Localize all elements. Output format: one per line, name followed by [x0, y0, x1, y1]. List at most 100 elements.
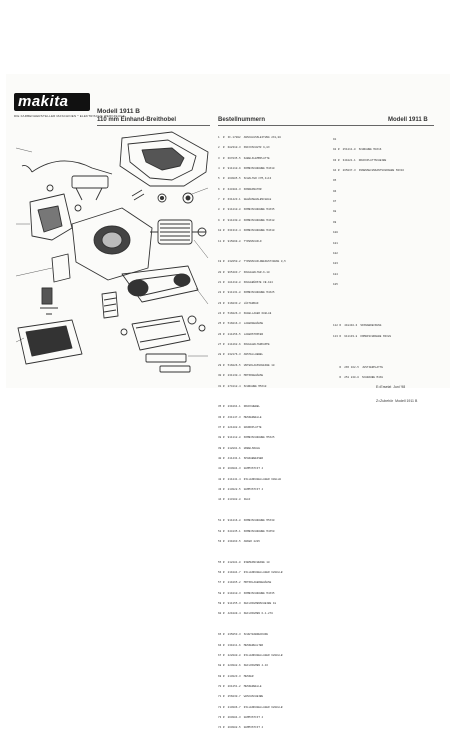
power-cord	[31, 160, 113, 175]
parts-line: 29 R 516026-5 UNTERLAGSSCHEIBE 10	[218, 363, 275, 367]
parts-line: 28 R 232176-3 ANSTELLHEBEL	[218, 353, 264, 357]
parts-line: R 251 240-0 SCHRAUBE M4X8	[333, 376, 383, 380]
header-rule-left	[97, 125, 210, 126]
parts-line: 6 R 644304-3 KONDENSATOR	[218, 187, 262, 191]
model-title: Modell 1911 B	[97, 108, 140, 115]
parts-line: 112 R 418432-6 SPANABDECKUNG	[333, 324, 382, 328]
parts-line: 93 R 341021-1 DRUCKPLATTSCHEIBE	[333, 158, 387, 162]
parts-line: 102	[333, 251, 338, 255]
parts-line: 98	[333, 210, 337, 214]
parts-line: 37 R 221202-9 GRUNDPLATTE	[218, 425, 262, 429]
parts-line: 95	[333, 179, 337, 183]
parts-line	[333, 345, 404, 348]
parts-line: 53 R 231063-5 ANKER 220V	[218, 539, 260, 543]
parts-line: 103	[333, 262, 338, 266]
parts-line: 51 R 911216-8 KOMBISCHRAUBE M5X30	[218, 519, 275, 523]
footer-line: E=Ersetzt Juni '98	[376, 385, 406, 390]
parts-list-column-2: 91 92 R 251211-0 SCHRAUBE M4X16 93 R 341…	[333, 131, 404, 383]
parts-line: 38 R 911112-8 KOMBISCHRAUBE M5X25	[218, 436, 275, 440]
parts-line: 65 R 235053-3 SCHUTZABDECKUNG	[218, 633, 268, 637]
parts-line: 73 R 263004-3 GUMMISTIFT 4	[218, 716, 264, 720]
parts-line: 40 R 411434-1 SPANABWEISER	[218, 457, 264, 461]
parts-line: 2 R 682310-3 KNICKSCHUTZ 9,8X	[218, 146, 270, 150]
parts-line: 23 R 316033-2 LÜFTERRAD	[218, 301, 259, 305]
parts-line: 104	[333, 272, 338, 276]
parts-line: 105	[333, 282, 338, 286]
parts-line: 94 R 265037-3 INNENSECHSKANTSCHRAUBE M4X…	[333, 168, 404, 172]
footer-note: E=Ersetzt Juni '98 Z=Zubehör Modell 1911…	[376, 376, 417, 408]
parts-line	[218, 550, 286, 553]
parts-line: 99	[333, 220, 337, 224]
logo-tagline: DIE FARBENHERSTELLER MASCHINEN * ELEKTRI…	[14, 114, 125, 118]
parts-line: 3 R 667035-5 KABELKLEMMPLATTE	[218, 156, 270, 160]
parts-line: 4 R 911110-9 KOMBISCHRAUBE M4X10	[218, 166, 275, 170]
parts-line: 21 R 181410-8 KOHLEBÜRSTE CB-104	[218, 280, 273, 284]
header-rule-right	[218, 125, 434, 126]
parts-line	[333, 304, 404, 307]
parts-line: 58 R 011010-3 KOMBISCHRAUBE M4X35	[218, 591, 275, 595]
parts-line	[218, 509, 286, 512]
parts-line: 101	[333, 241, 338, 245]
parts-line: 70 R 261251-2 MESSERWELLE	[218, 684, 262, 688]
parts-line	[333, 355, 404, 358]
parts-line: 91	[333, 137, 337, 141]
side-cover	[29, 193, 73, 241]
exploded-view-diagram	[15, 131, 209, 373]
parts-line: 92 R 251211-0 SCHRAUBE M4X16	[333, 148, 382, 152]
parts-line: 68 R 223082-6 KEILRIEMEN 4-16	[218, 664, 268, 668]
model-right-heading: Modell 1911 B	[388, 117, 428, 123]
parts-line: 36 R 431147-3 MESSERWELLE	[218, 415, 262, 419]
logo-wordmark: makita	[18, 93, 69, 110]
parts-line: 5 R 263005-5 SCHALTER C7M,4x13	[218, 177, 272, 181]
parts-line: 67 R 222080-8 RILLENKUGELLAGER 6200LLB	[218, 653, 283, 657]
parts-line: 96	[333, 189, 337, 193]
parts-line: 60 R 421089-4 KEILRIEMEN 6-1-270	[218, 612, 273, 616]
parts-line: 22 R 911131-8 KOMBISCHRAUBE M4X25	[218, 291, 275, 295]
armature	[150, 219, 207, 245]
handle-housing	[119, 131, 209, 187]
cutter-head	[120, 315, 206, 373]
parts-line: 71 R 256030-7 WASCHSCHEIBE	[218, 695, 264, 699]
parts-line: 72 R 213006-7 RILLENKUGELLAGER 6200LLB	[218, 705, 283, 709]
parts-line: 26 R 211256-5 LAGERSTOPFEN	[218, 332, 264, 336]
parts-line: 20 R 965403-7 KOHLEHALTER-K-10	[218, 270, 270, 274]
parts-line: 25 R 516016-3 LAGERGEHÄUSE	[218, 322, 264, 326]
parts-line: 74 R 263002-5 GUMMISTIFT 4	[218, 726, 264, 730]
parts-line: 7 R 631423-1 GEHÄUSEHALBSCHALE	[218, 198, 272, 202]
parts-line: 113 R 911133-8 KOMBISCHRAUBE M4X28	[333, 334, 392, 338]
parts-sheet	[6, 74, 450, 388]
belt-assembly	[121, 265, 199, 303]
parts-line: 8 R 911210-8 KOMBISCHRAUBE M4X35	[218, 208, 275, 212]
footer-line: Z=Zubehör Modell 1911 B	[376, 398, 418, 403]
parts-line: 42 R 211241-4 RILLENKUGELLAGER 608LLB	[218, 477, 281, 481]
parts-line	[218, 395, 286, 398]
parts-line: 44 R 213102-8 FELD	[218, 498, 251, 502]
parts-line: 35 R 231064-1 DRUCKHEBEL	[218, 405, 260, 409]
parts-line	[333, 293, 404, 296]
parts-line: 97	[333, 200, 337, 204]
parts-line: 66 R 131011-6 MESSERHALTER	[218, 643, 264, 647]
parts-line: 59 R 911155-3 KEILRIEMENSCHEIBE 18	[218, 602, 277, 606]
parts-line: 55 R 212281-0 RIEMENSCHEIBE 10	[218, 560, 270, 564]
parts-line: 57 R 211065-2 MOTORLAGERGEHÄUSE	[218, 581, 272, 585]
parts-line: 24 R 516026-3 KUGELLAGER 608LLB	[218, 312, 272, 316]
motor-housing	[71, 207, 153, 281]
order-numbers-heading: Bestellnummern	[218, 117, 266, 123]
parts-line: R 265 162-5 JUSTIERPLATTE	[333, 365, 383, 369]
parts-line: 1 R IF-17002 ANSCHLUSSLEITUNG 2X1,00	[218, 135, 281, 139]
parts-line: 19 R 232050-2 TYPENSCHILDBEFESTIGUNG 0,5	[218, 260, 286, 264]
parts-list-column-1: 1 R IF-17002 ANSCHLUSSLEITUNG 2X1,00 2 R…	[218, 129, 286, 733]
base-plate	[17, 319, 83, 365]
parts-line: 30 R 231130-4 MOTORGEHÄUSE	[218, 374, 264, 378]
parts-line: 31 R 274112-4 SCHRAUBE M5X10	[218, 384, 267, 388]
parts-line	[218, 623, 286, 626]
parts-line: 41 R 263004-3 GUMMISTIFT 4	[218, 467, 264, 471]
parts-line: 10 R 631313-4 KOMBISCHRAUBE M4X10	[218, 229, 275, 233]
parts-line: 11 R 915099-8 TYPENSCHILD	[218, 239, 262, 243]
parts-line: 43 R 213022-5 GUMMISTIFT 4	[218, 488, 264, 492]
parts-line: 100	[333, 231, 338, 235]
parts-line: 27 R 211262-6 KOHLEHALTERKAPPE	[218, 343, 270, 347]
parts-line: 52 R 644135-1 KOMBISCHRAUBE M4X50	[218, 529, 275, 533]
makita-logo	[14, 93, 90, 111]
parts-line: 9 R 911230-8 KOMBISCHRAUBE M4X18	[218, 218, 275, 222]
